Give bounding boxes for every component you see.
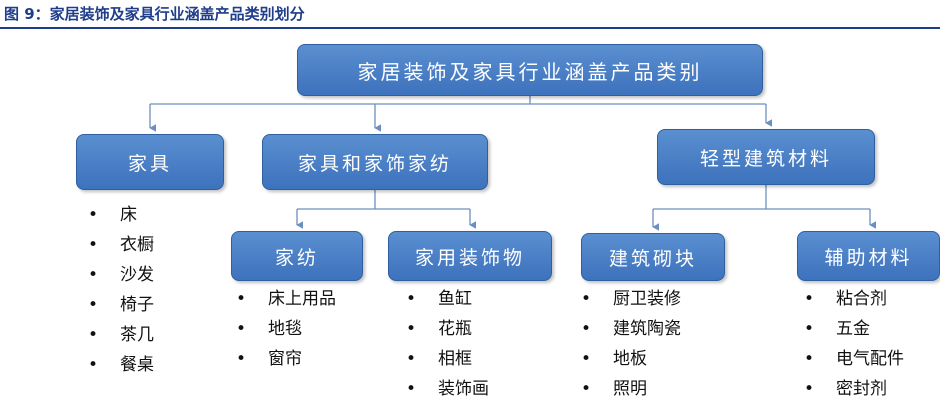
node-home-deco-textile: 家具和家饰家纺 [262,134,488,190]
list-item: 相框 [402,344,489,374]
list-item: 厨卫装修 [577,284,681,314]
list-item: 电气配件 [800,344,904,374]
list-item: 粘合剂 [800,284,904,314]
title-rule [0,27,940,29]
list-item: 装饰画 [402,374,489,404]
list-item: 床上用品 [232,284,336,314]
list-item: 地毯 [232,314,336,344]
node-furniture: 家具 [76,134,224,190]
list-item: 椅子 [84,290,154,320]
list-item: 鱼缸 [402,284,489,314]
list-item: 床 [84,200,154,230]
list-item: 五金 [800,314,904,344]
node-root: 家居装饰及家具行业涵盖产品类别 [297,44,763,96]
list-item: 衣橱 [84,230,154,260]
list-item: 窗帘 [232,344,336,374]
list-furniture: 床 衣橱 沙发 椅子 茶几 餐桌 [84,200,154,380]
list-building-blocks: 厨卫装修 建筑陶瓷 地板 照明 [577,284,681,404]
node-light-building: 轻型建筑材料 [657,129,875,185]
list-item: 照明 [577,374,681,404]
node-auxiliary: 辅助材料 [797,231,940,281]
list-item: 地板 [577,344,681,374]
list-textile: 床上用品 地毯 窗帘 [232,284,336,374]
figure-title: 图 9：家居装饰及家具行业涵盖产品类别划分 [4,5,305,23]
node-building-blocks: 建筑砌块 [581,233,725,281]
list-home-decor: 鱼缸 花瓶 相框 装饰画 [402,284,489,404]
list-auxiliary: 粘合剂 五金 电气配件 密封剂 [800,284,904,404]
node-home-decor: 家用装饰物 [388,231,552,281]
list-item: 建筑陶瓷 [577,314,681,344]
list-item: 茶几 [84,320,154,350]
list-item: 花瓶 [402,314,489,344]
list-item: 密封剂 [800,374,904,404]
list-item: 沙发 [84,260,154,290]
list-item: 餐桌 [84,350,154,380]
node-textile: 家纺 [231,231,363,281]
